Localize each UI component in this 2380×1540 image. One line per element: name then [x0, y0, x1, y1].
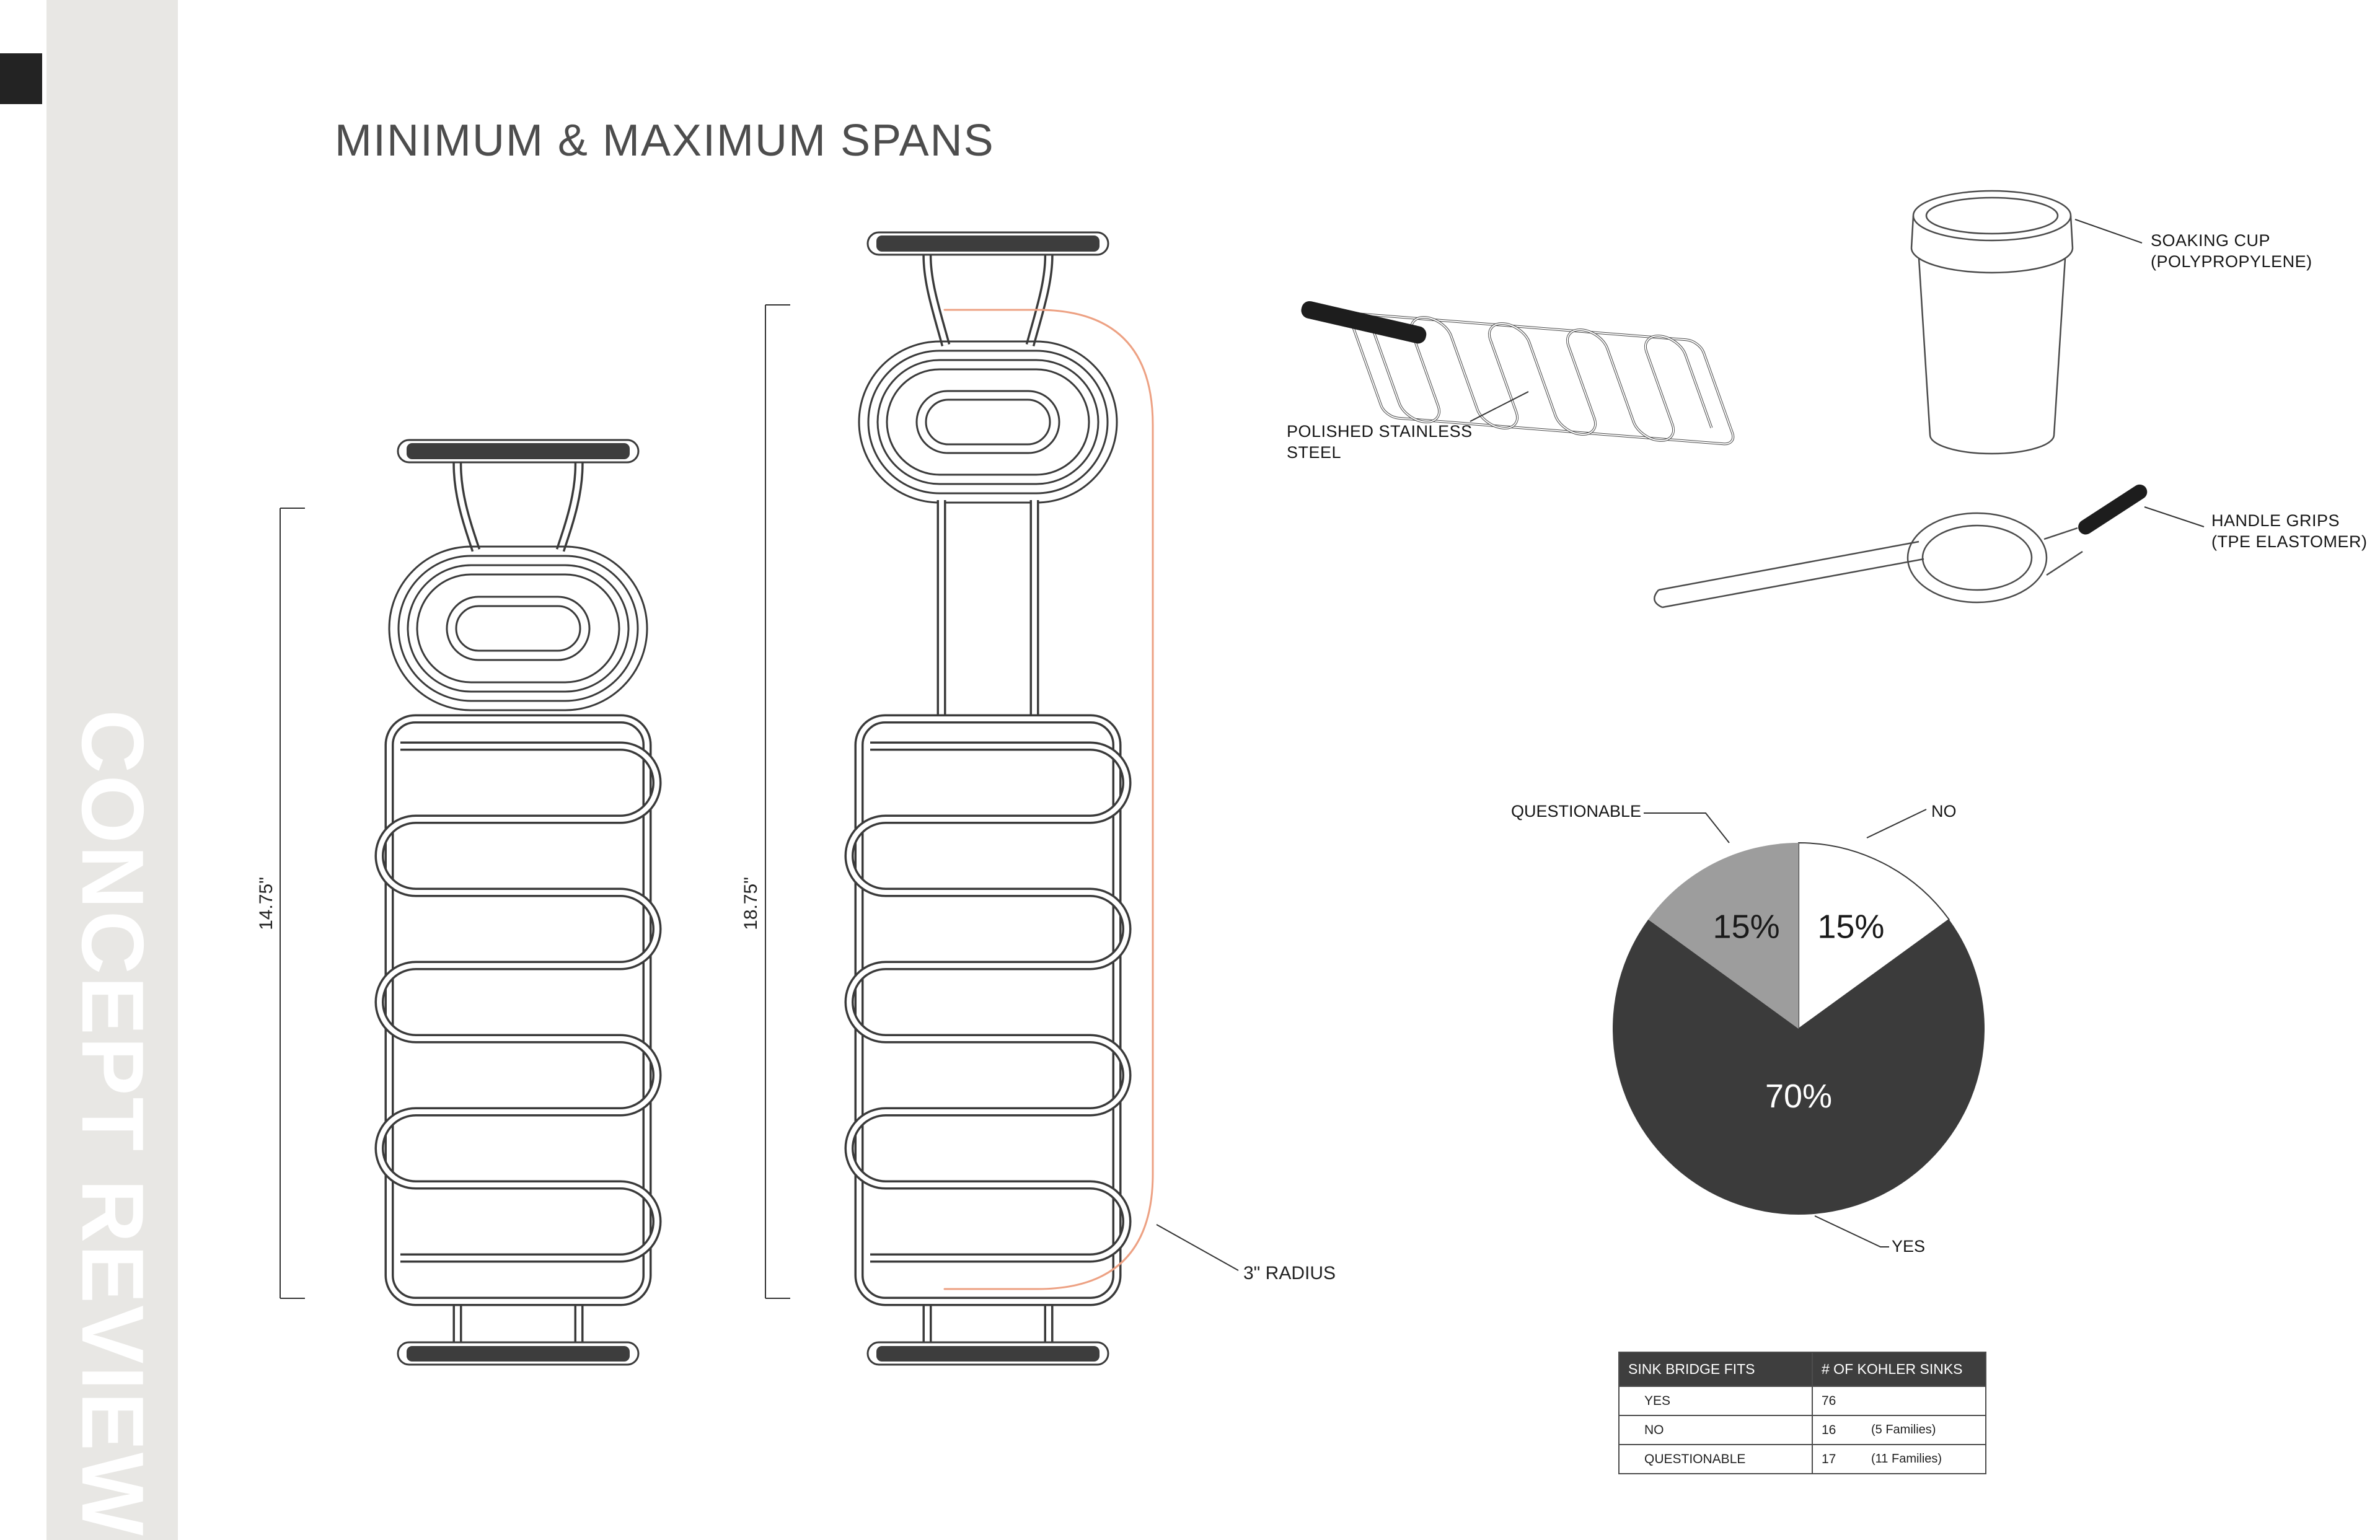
- dimension-small-label: 14.75": [256, 877, 276, 930]
- pie-value-no: 15%: [1817, 908, 1884, 945]
- pie-slice-yes: [1613, 919, 1985, 1215]
- top-stems: [922, 250, 1054, 346]
- bottom-handle: [397, 1341, 640, 1366]
- row-count: 76: [1822, 1393, 1836, 1408]
- row-count: 16: [1822, 1422, 1836, 1437]
- serpentine-rack: [374, 741, 662, 1263]
- cup-label-line1: SOAKING CUP: [2151, 231, 2271, 250]
- top-handle: [397, 439, 640, 464]
- top-grip-bar: [407, 443, 630, 459]
- grips-label: HANDLE GRIPS (TPE ELASTOMER): [2211, 511, 2368, 553]
- table-row: QUESTIONABLE 17 (11 Families): [1620, 1444, 1985, 1473]
- row-fit: QUESTIONABLE: [1644, 1451, 1746, 1466]
- pie-chart: 15% 70% 15%: [1613, 842, 1985, 1215]
- sidebar-title: CONCEPT REVIEW: [63, 710, 162, 1538]
- dimension-line-large: [765, 304, 790, 1299]
- pie-label-no: NO: [1931, 802, 1957, 821]
- cup-label-line2: (POLYPROPYLENE): [2151, 252, 2312, 271]
- steel-label: POLISHED STAINLESS STEEL: [1287, 421, 1473, 464]
- iso-rack: [1347, 311, 1737, 447]
- steel-label-line1: POLISHED STAINLESS: [1287, 422, 1473, 441]
- fit-table-header: SINK BRIDGE FITS # OF KOHLER SINKS: [1620, 1353, 1985, 1386]
- radius-leader: [1156, 1224, 1239, 1271]
- pie-label-questionable: QUESTIONABLE: [1510, 802, 1641, 821]
- iso-cup: [1910, 190, 2074, 455]
- grips-label-line2: (TPE ELASTOMER): [2211, 532, 2368, 551]
- bottom-grip-bar: [876, 1346, 1100, 1362]
- row-count: 17: [1822, 1451, 1836, 1466]
- corner-square: [0, 53, 42, 104]
- iso-part-views: [1301, 190, 2148, 609]
- page-title: MINIMUM & MAXIMUM SPANS: [335, 116, 995, 165]
- top-stems: [452, 458, 584, 552]
- top-handle: [866, 231, 1109, 256]
- pie-value-yes: 70%: [1765, 1078, 1832, 1115]
- pie-value-questionable: 15%: [1713, 908, 1780, 945]
- soap-dish-rings: [388, 545, 648, 711]
- table-row: NO 16 (5 Families): [1620, 1415, 1985, 1444]
- radius-label: 3" RADIUS: [1243, 1263, 1336, 1283]
- iso-rack-grip: [1301, 301, 1427, 344]
- serpentine-rack: [844, 741, 1132, 1263]
- pie-slice-no: [1798, 842, 1950, 1030]
- neck-stems: [937, 500, 1039, 722]
- bridge-drawing-small: [374, 439, 662, 1366]
- row-note: (11 Families): [1871, 1452, 1942, 1466]
- pie-slice-questionable: [1648, 843, 1799, 1029]
- cup-label: SOAKING CUP (POLYPROPYLENE): [2151, 231, 2312, 273]
- top-grip-bar: [876, 235, 1100, 252]
- rack-frame: [854, 714, 1122, 1306]
- bottom-grip-bar: [407, 1346, 630, 1362]
- fit-table: SINK BRIDGE FITS # OF KOHLER SINKS YES 7…: [1618, 1352, 1986, 1474]
- iso-frame-loop: [1654, 484, 2148, 609]
- table-row: YES 76: [1620, 1386, 1985, 1415]
- iso-handle-grip: [2078, 484, 2148, 535]
- sidebar: [46, 0, 178, 1540]
- pie-label-yes: YES: [1892, 1237, 1926, 1256]
- bridge-drawing-large: [844, 231, 1154, 1366]
- rack-frame: [384, 714, 652, 1306]
- soap-dish-rings: [858, 340, 1118, 504]
- row-note: (5 Families): [1871, 1423, 1936, 1437]
- bottom-handle: [866, 1341, 1109, 1366]
- dimension-line-small: [280, 508, 305, 1299]
- row-fit: YES: [1644, 1393, 1671, 1408]
- row-fit: NO: [1644, 1422, 1664, 1437]
- radius-outline: [943, 309, 1154, 1290]
- grips-label-line1: HANDLE GRIPS: [2211, 511, 2340, 530]
- dimension-large-label: 18.75": [741, 877, 761, 930]
- header-sink-bridge-fits: SINK BRIDGE FITS: [1628, 1361, 1755, 1377]
- header-kohler-sinks: # OF KOHLER SINKS: [1812, 1353, 1985, 1386]
- steel-label-line2: STEEL: [1287, 442, 1342, 462]
